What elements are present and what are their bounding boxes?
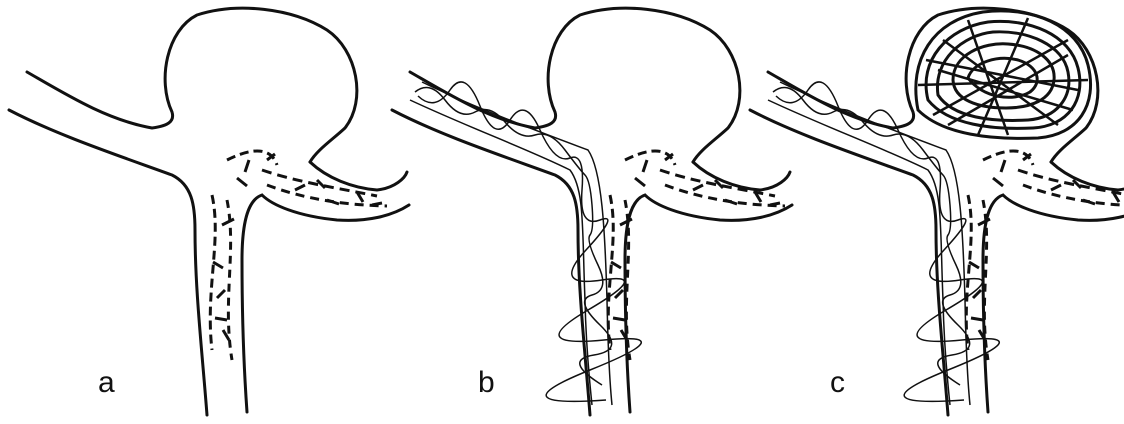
panel-label-a: a: [98, 368, 115, 398]
panel-label-c: c: [830, 368, 845, 398]
panel-label-b: b: [478, 368, 495, 398]
panel-c-vessel: [750, 8, 1124, 415]
panel-a-vessel: [9, 8, 409, 415]
panel-c-coil: [916, 11, 1091, 138]
panel-b-vessel: [392, 8, 792, 415]
panel-b-stent: [410, 82, 641, 405]
panel-c-stent: [768, 82, 999, 405]
